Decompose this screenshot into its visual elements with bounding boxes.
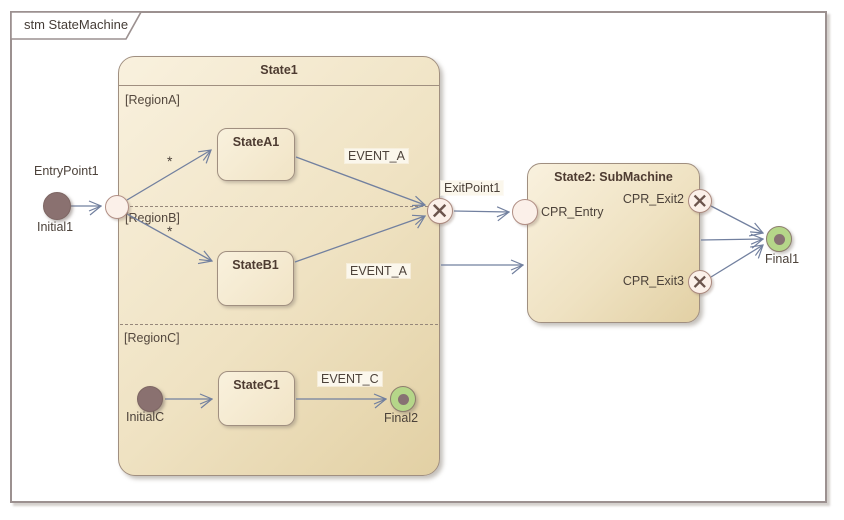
state-a1-title: StateA1 (232, 135, 280, 149)
transition-entrypoint1-to-statea1[interactable] (126, 150, 211, 201)
cpr-entry-node[interactable] (512, 199, 538, 225)
state-a1[interactable]: StateA1 (217, 128, 295, 181)
state-b1[interactable]: StateB1 (217, 251, 294, 306)
region-ab-separator (120, 206, 438, 207)
transition-statea1-to-exitpoint1[interactable] (295, 156, 425, 205)
cpr-exit2-node[interactable] (688, 189, 712, 213)
transition-cprexit2-to-final1[interactable] (710, 205, 763, 233)
final1-node[interactable] (766, 226, 792, 252)
event-a-bottom-label: EVENT_A (347, 264, 410, 278)
initial1-node[interactable] (43, 192, 71, 220)
state-c1[interactable]: StateC1 (218, 371, 295, 426)
transition-exitpoint1-to-cprentry[interactable] (453, 211, 509, 212)
final-dot-icon (773, 233, 785, 245)
state1-title-separator (119, 85, 439, 86)
event-c-label: EVENT_C (318, 372, 382, 386)
transition-stateb1-to-exitpoint1[interactable] (294, 216, 425, 263)
region-bc-separator (120, 324, 438, 325)
initialc-label: InitialC (126, 410, 165, 424)
x-icon (693, 275, 707, 289)
region-c-label: [RegionC] (124, 331, 180, 345)
initial1-label: Initial1 (37, 220, 74, 234)
exitpoint1-label: ExitPoint1 (441, 181, 504, 195)
state2-title: State2: SubMachine (554, 170, 673, 184)
transition-entrypoint1-to-stateb1[interactable] (126, 213, 212, 261)
final2-label: Final2 (384, 411, 419, 425)
x-icon (693, 194, 707, 208)
transition-cprexit3-to-final1[interactable] (710, 245, 763, 278)
final2-node[interactable] (390, 386, 416, 412)
transition-state2-to-final1[interactable] (700, 239, 763, 240)
entry-to-a1-guard-label: * (167, 153, 173, 169)
entry-to-b1-guard-label: * (167, 223, 173, 239)
state1-title: State1 (260, 63, 298, 77)
state-c1-title: StateC1 (233, 378, 280, 392)
entrypoint1-node[interactable] (105, 195, 129, 219)
cpr-exit3-label: CPR_Exit3 (622, 274, 684, 288)
frame-tab (10, 11, 143, 40)
state-b1-title: StateB1 (232, 258, 279, 272)
final1-label: Final1 (765, 252, 800, 266)
cpr-exit2-label: CPR_Exit2 (622, 192, 684, 206)
event-a-top-label: EVENT_A (345, 149, 408, 163)
initialc-node[interactable] (137, 386, 163, 412)
state2-submachine[interactable]: State2: SubMachine (527, 163, 700, 323)
x-icon (433, 204, 447, 218)
region-a-label: [RegionA] (125, 93, 180, 107)
entrypoint1-label: EntryPoint1 (34, 164, 99, 178)
final-dot-icon (397, 393, 409, 405)
cpr-entry-label: CPR_Entry (541, 205, 604, 219)
cpr-exit3-node[interactable] (688, 270, 712, 294)
region-b-label: [RegionB] (125, 211, 180, 225)
frame-title: stm StateMachine (24, 17, 129, 32)
exitpoint1-node[interactable] (427, 198, 453, 224)
